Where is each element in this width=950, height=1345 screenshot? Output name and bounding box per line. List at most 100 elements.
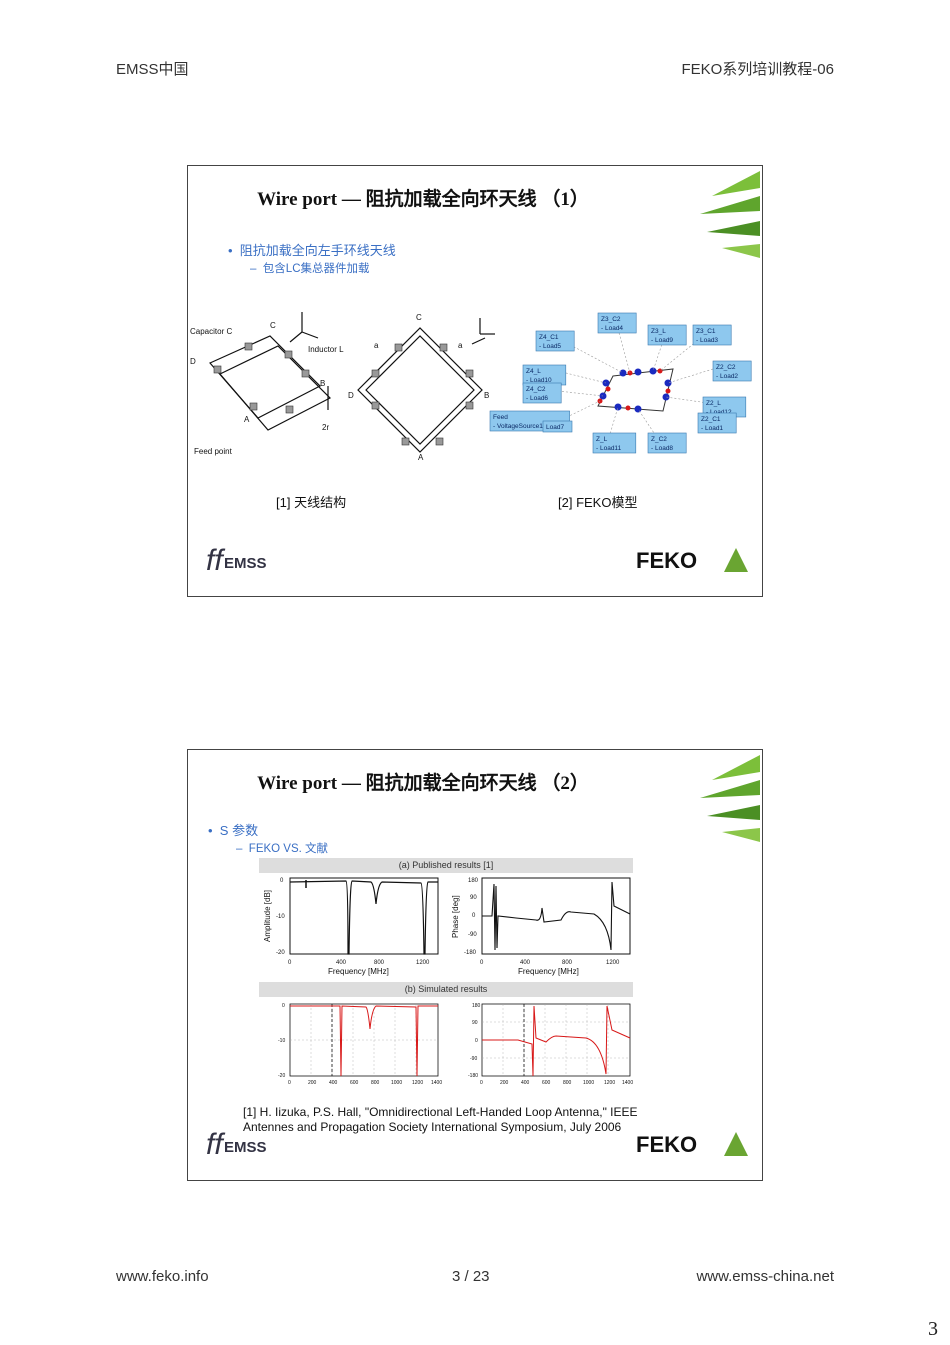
footer-left: www.feko.info: [116, 1268, 209, 1285]
slide-1: Wire port — 阻抗加载全向环天线 （1） • 阻抗加载全向左手环线天线…: [187, 165, 763, 597]
load-label-text: Z2_C2: [716, 364, 736, 371]
load-label-text: - Load9: [651, 337, 673, 344]
svg-text:800: 800: [371, 1080, 380, 1086]
load-label-text: - Load1: [701, 425, 723, 432]
header-left: EMSS中国: [116, 61, 189, 78]
load-label-text: - Load12: [706, 409, 732, 416]
load-label-text: Z4_C2: [526, 386, 546, 393]
svg-text:0: 0: [280, 878, 284, 884]
footer-center: 3 / 23: [452, 1268, 490, 1285]
svg-text:400: 400: [329, 1080, 338, 1086]
load-label-text: Z2_C1: [701, 416, 721, 423]
svg-text:B: B: [484, 391, 489, 400]
svg-text:1200: 1200: [604, 1080, 615, 1086]
reference-text: [1] H. Iizuka, P.S. Hall, "Omnidirection…: [243, 1105, 638, 1134]
green-swoosh-decoration: [700, 755, 760, 842]
bullet-1: • S 参数: [208, 823, 259, 838]
svg-text:1000: 1000: [391, 1080, 402, 1086]
svg-text:1400: 1400: [431, 1080, 442, 1086]
svg-text:C: C: [416, 313, 422, 322]
svg-text:800: 800: [374, 960, 385, 966]
svg-text:D: D: [348, 391, 354, 400]
panel-b-label: (b) Simulated results: [259, 982, 633, 997]
two-r-label: 2r: [322, 423, 329, 432]
feko-logo: FEKO: [636, 1130, 756, 1169]
load-label-text: - Load10: [526, 377, 552, 384]
sub-bullet-1: – FEKO VS. 文献: [236, 843, 329, 855]
load-label-text: - Load11: [596, 445, 622, 452]
load-label-box: [592, 432, 637, 454]
svg-text:D: D: [190, 357, 196, 366]
svg-text:0: 0: [288, 1080, 291, 1086]
load-label-text: Z3_C2: [601, 316, 621, 323]
svg-text:0: 0: [472, 913, 476, 919]
panel-a-label: (a) Published results [1]: [259, 858, 633, 873]
load-label-text: Z3_L: [651, 328, 666, 335]
load-label-text: Load7: [546, 424, 564, 431]
capacitor-label: Capacitor C: [190, 327, 232, 336]
load-label-box: [712, 360, 752, 382]
svg-text:FEKO: FEKO: [636, 548, 697, 573]
load-label-text: Z4_L: [526, 368, 541, 375]
load-label-box: [597, 312, 637, 334]
phase-ylabel: Phase [deg]: [451, 895, 460, 938]
phase-xlabel: Frequency [MHz]: [518, 967, 579, 976]
svg-text:1400: 1400: [622, 1080, 633, 1086]
load-label-text: Z_C2: [651, 436, 667, 443]
svg-text:ff: ff: [206, 1128, 225, 1161]
svg-text:600: 600: [542, 1080, 551, 1086]
svg-text:0: 0: [288, 960, 292, 966]
svg-text:1200: 1200: [412, 1080, 423, 1086]
load-label-text: Feed: [493, 414, 508, 421]
svg-text:A: A: [244, 415, 250, 424]
svg-text:EMSS: EMSS: [224, 1139, 267, 1156]
load-label-text: Z3_C1: [696, 328, 716, 335]
svg-text:1200: 1200: [416, 960, 430, 966]
svg-text:90: 90: [470, 895, 477, 901]
bullet-1: • 阻抗加载全向左手环线天线: [228, 243, 396, 258]
svg-text:-20: -20: [278, 1073, 285, 1079]
svg-text:ff: ff: [206, 544, 225, 577]
svg-text:B: B: [320, 379, 325, 388]
load-label-text: - VoltageSource1: [493, 423, 543, 430]
svg-text:800: 800: [562, 960, 573, 966]
svg-text:A: A: [418, 453, 424, 462]
svg-text:a: a: [374, 341, 379, 350]
svg-text:0: 0: [480, 1080, 483, 1086]
svg-text:a: a: [458, 341, 463, 350]
svg-text:0: 0: [282, 1003, 285, 1009]
svg-text:200: 200: [500, 1080, 509, 1086]
caption-right: [2] FEKO模型: [558, 495, 638, 510]
load-label-box: [522, 382, 562, 404]
slide-title: Wire port — 阻抗加载全向环天线 （2）: [257, 773, 589, 794]
svg-text:600: 600: [350, 1080, 359, 1086]
feko-logo: FEKO: [636, 546, 756, 585]
feed-point-label: Feed point: [194, 447, 233, 456]
load-label-box: [697, 412, 737, 434]
load-label-text: - Load4: [601, 325, 623, 332]
svg-text:200: 200: [308, 1080, 317, 1086]
load-label-box: [692, 324, 732, 346]
svg-text:C: C: [270, 321, 276, 330]
sub-bullet-1: – 包含LC集总器件加载: [250, 263, 370, 275]
amp-ylabel: Amplitude [dB]: [263, 890, 272, 942]
svg-text:180: 180: [472, 1003, 481, 1009]
svg-text:0: 0: [480, 960, 484, 966]
load-label-text: - Load5: [539, 343, 561, 350]
svg-text:-90: -90: [470, 1056, 477, 1062]
footer-right: www.emss-china.net: [696, 1268, 834, 1285]
svg-text:800: 800: [563, 1080, 572, 1086]
svg-text:1200: 1200: [606, 960, 620, 966]
svg-text:-20: -20: [276, 950, 285, 956]
green-swoosh-decoration: [700, 171, 760, 258]
page-number: 3: [928, 1318, 938, 1340]
load-label-text: - Load2: [716, 373, 738, 380]
header-right: FEKO系列培训教程-06: [681, 61, 834, 78]
caption-left: [1] 天线结构: [276, 495, 347, 510]
svg-text:1000: 1000: [583, 1080, 594, 1086]
antenna-structure-diagram: Capacitor C Inductor L Feed point 2r CBA…: [190, 312, 495, 462]
